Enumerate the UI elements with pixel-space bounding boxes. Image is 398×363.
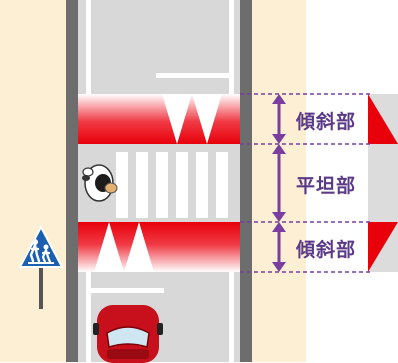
hump-triangle-marking — [192, 94, 222, 144]
upper-slope-label: 傾斜部 — [296, 111, 357, 133]
lower-hump-triangles — [94, 222, 154, 272]
upper-red-chevron — [368, 94, 398, 144]
crosswalk-stripes — [116, 152, 228, 218]
lower-red-chevron — [368, 222, 398, 272]
crosswalk-stripe — [176, 152, 188, 218]
left-sidewalk — [0, 0, 66, 362]
hump-triangle-marking — [94, 222, 124, 272]
crosswalk-stripe — [116, 152, 128, 218]
school-crossing-sign-icon — [18, 225, 64, 309]
stop-line-lower — [91, 288, 164, 293]
pedestrian-topview-icon — [82, 164, 118, 202]
upper-slope-dimension-arrow — [272, 94, 286, 144]
upper-hump-triangles — [162, 94, 222, 144]
left-curb — [66, 0, 78, 362]
stop-line-upper — [156, 73, 229, 78]
flat-section-label: 平坦部 — [296, 175, 357, 197]
crosswalk-stripe — [196, 152, 208, 218]
lower-slope-dimension-arrow — [272, 222, 286, 272]
lower-slope-label: 傾斜部 — [296, 239, 357, 261]
flat-dimension-arrow — [272, 144, 286, 222]
crosswalk-stripe — [216, 152, 228, 218]
red-car-icon — [93, 305, 163, 363]
hump-triangle-marking — [124, 222, 154, 272]
crosswalk-stripe — [136, 152, 148, 218]
crosswalk-stripe — [156, 152, 168, 218]
hump-triangle-marking — [162, 94, 192, 144]
